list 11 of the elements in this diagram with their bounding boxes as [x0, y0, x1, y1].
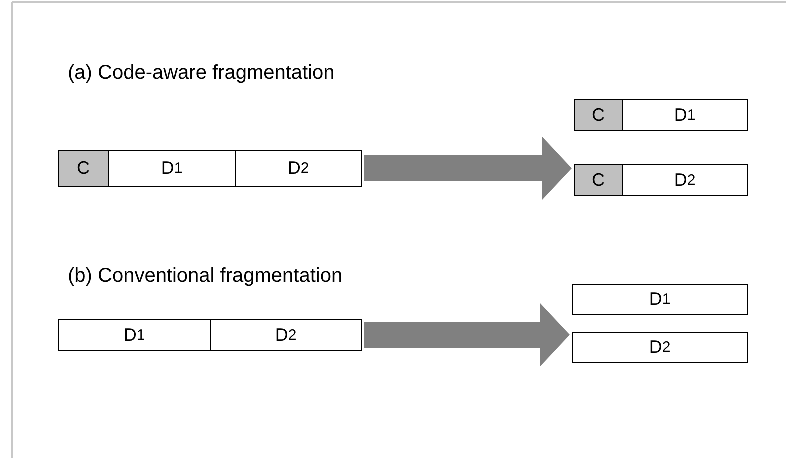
section-heading: (a) Code-aware fragmentation — [68, 62, 335, 85]
packet-field: C — [575, 165, 623, 195]
packet-bar — [574, 164, 748, 196]
packet-field: C — [59, 151, 109, 186]
block-arrow — [364, 136, 572, 200]
block-arrow — [364, 303, 570, 367]
packet-field: C — [575, 100, 623, 130]
packet-bar — [574, 99, 748, 131]
packet-bar — [58, 319, 362, 351]
section-heading: (b) Conventional fragmentation — [68, 265, 343, 288]
packet-bar — [58, 150, 362, 187]
